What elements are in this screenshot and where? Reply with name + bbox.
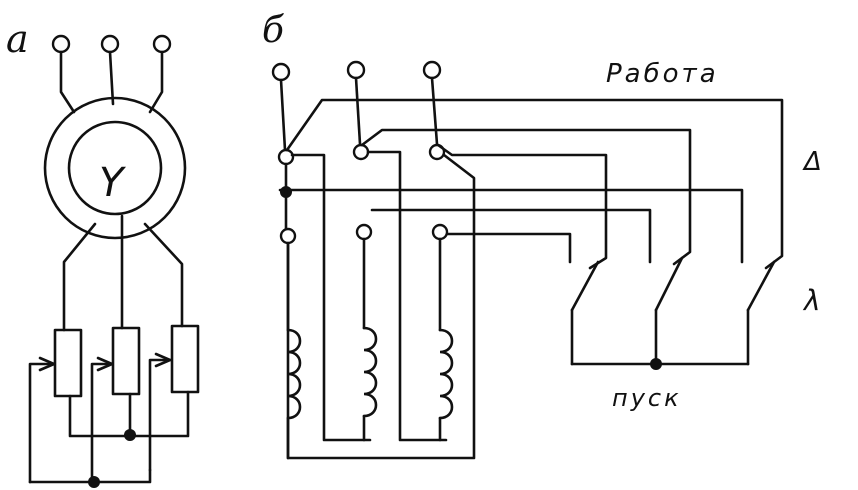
rotor-lead-3 <box>143 222 184 328</box>
label-delta: Δ <box>802 147 822 177</box>
winding-1-coil <box>286 328 302 420</box>
supply-terminal-1 <box>51 34 71 54</box>
delta-link-3 <box>286 153 476 460</box>
rheostat-3-slider <box>148 358 172 472</box>
switch-blade-2 <box>654 256 684 312</box>
b-supply-terminal-3 <box>422 60 442 80</box>
switch-blade-3 <box>746 260 776 312</box>
label-start: пуск <box>612 384 682 412</box>
rheostat-2-slider <box>90 362 112 484</box>
b-supply-terminal-1 <box>271 62 291 82</box>
motor-rotor-ring <box>67 120 163 216</box>
switch-blade-1 <box>570 260 600 312</box>
slider-common-node <box>88 476 100 488</box>
stator-windings <box>286 237 454 460</box>
panel-a: а Y <box>6 17 200 488</box>
top-terminal-2 <box>352 143 370 161</box>
slider-common-bus <box>28 468 152 484</box>
rheostat-1-slider <box>28 362 54 484</box>
rheostat-1 <box>53 328 83 398</box>
b-supply-lead-2 <box>354 76 362 146</box>
run-line-inner <box>436 143 608 270</box>
supply-lead-2 <box>108 50 115 106</box>
supply-lead-3 <box>148 50 164 114</box>
top-terminal-1 <box>277 148 295 166</box>
bottom-terminal-3 <box>431 223 449 241</box>
star-bus-3 <box>442 232 572 264</box>
motor-symbol: Y <box>43 96 187 240</box>
star-bus-1 <box>278 188 744 264</box>
supply-lead-1 <box>59 50 76 114</box>
rheostat-3 <box>170 324 200 394</box>
panel-b: б Работа Δ λ пуск <box>262 10 822 460</box>
star-bus-2 <box>370 208 652 264</box>
panel-b-supply-terminals <box>271 60 442 152</box>
run-line-middle <box>360 128 692 266</box>
motor-stator-ring <box>43 96 187 240</box>
b-supply-lead-3 <box>430 76 439 146</box>
bottom-terminal-2 <box>355 223 373 241</box>
changeover-switch <box>570 256 776 370</box>
label-run: Работа <box>606 59 719 89</box>
winding-3-coil <box>438 328 454 420</box>
start-star-node <box>650 358 662 370</box>
rheostat-2 <box>111 326 141 396</box>
supply-terminal-2 <box>100 34 120 54</box>
supply-terminal-3 <box>152 34 172 54</box>
rotor-lead-1 <box>62 222 97 332</box>
rheostat-star-node <box>124 429 136 441</box>
rheostat-bank <box>28 324 200 488</box>
rheostat-2-arrow <box>96 356 114 372</box>
panel-a-letter: а <box>6 17 29 61</box>
b-supply-terminal-2 <box>346 60 366 80</box>
winding-2-coil <box>362 326 378 418</box>
bottom-terminal-1 <box>279 227 297 245</box>
b-supply-lead-1 <box>279 78 287 152</box>
label-star: λ <box>802 284 821 317</box>
delta-link-2 <box>366 150 448 442</box>
panel-a-supply-terminals <box>51 34 172 114</box>
rheostat-1-arrow <box>38 356 56 372</box>
run-line-outer <box>285 98 784 270</box>
rotor-star-symbol: Y <box>99 160 127 206</box>
panel-b-letter: б <box>262 10 285 51</box>
delta-link-1 <box>290 153 372 442</box>
rheostat-3-arrow <box>154 352 172 368</box>
